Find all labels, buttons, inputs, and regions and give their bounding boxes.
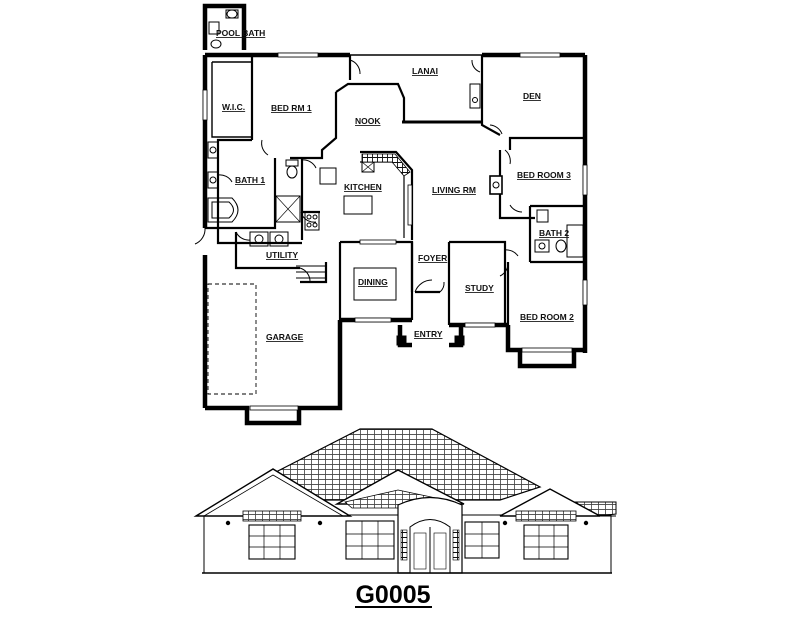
- garage-parking-outline: [207, 283, 257, 395]
- room-label-utility: UTILITY: [266, 250, 298, 260]
- room-label-dining: DINING: [358, 277, 388, 287]
- room-label-bed-room-3: BED ROOM 3: [517, 170, 571, 180]
- room-label-bath-1: BATH 1: [235, 175, 265, 185]
- room-label-bed-room-2: BED ROOM 2: [520, 312, 574, 322]
- garage-steps: [296, 265, 326, 279]
- front-elevation: [193, 428, 617, 574]
- room-label-foyer: FOYER: [418, 253, 447, 263]
- room-label-kitchen: KITCHEN: [344, 182, 382, 192]
- room-label-nook: NOOK: [355, 116, 381, 126]
- elevation-windows: [248, 520, 569, 560]
- room-label-wic: W.I.C.: [222, 102, 245, 112]
- room-label-living-rm: LIVING RM: [432, 185, 476, 195]
- plan-code-title: G0005: [355, 581, 430, 609]
- entry-column-right: [454, 335, 465, 346]
- exterior-walls: [202, 3, 588, 426]
- room-labels: POOL BATH LANAI DEN W.I.C. BED RM 1 NOOK…: [216, 28, 574, 342]
- room-label-pool-bath: POOL BATH: [216, 28, 265, 38]
- room-label-study: STUDY: [465, 283, 494, 293]
- front-doors: [400, 519, 460, 574]
- fixtures: [207, 9, 584, 301]
- room-label-garage: GARAGE: [266, 332, 304, 342]
- door-swings: [194, 59, 523, 293]
- windows: [202, 52, 588, 411]
- room-label-bed-rm-1: BED RM 1: [271, 103, 312, 113]
- entry-column-left: [396, 335, 407, 346]
- room-label-lanai: LANAI: [412, 66, 438, 76]
- kitchen-counter-hatch: [361, 153, 411, 177]
- floor-plan: [194, 3, 588, 426]
- gable-vents: [242, 510, 577, 522]
- room-label-bath-2: BATH 2: [539, 228, 569, 238]
- wall-lights: [225, 520, 589, 526]
- room-label-entry: ENTRY: [414, 329, 443, 339]
- room-label-den: DEN: [523, 91, 541, 101]
